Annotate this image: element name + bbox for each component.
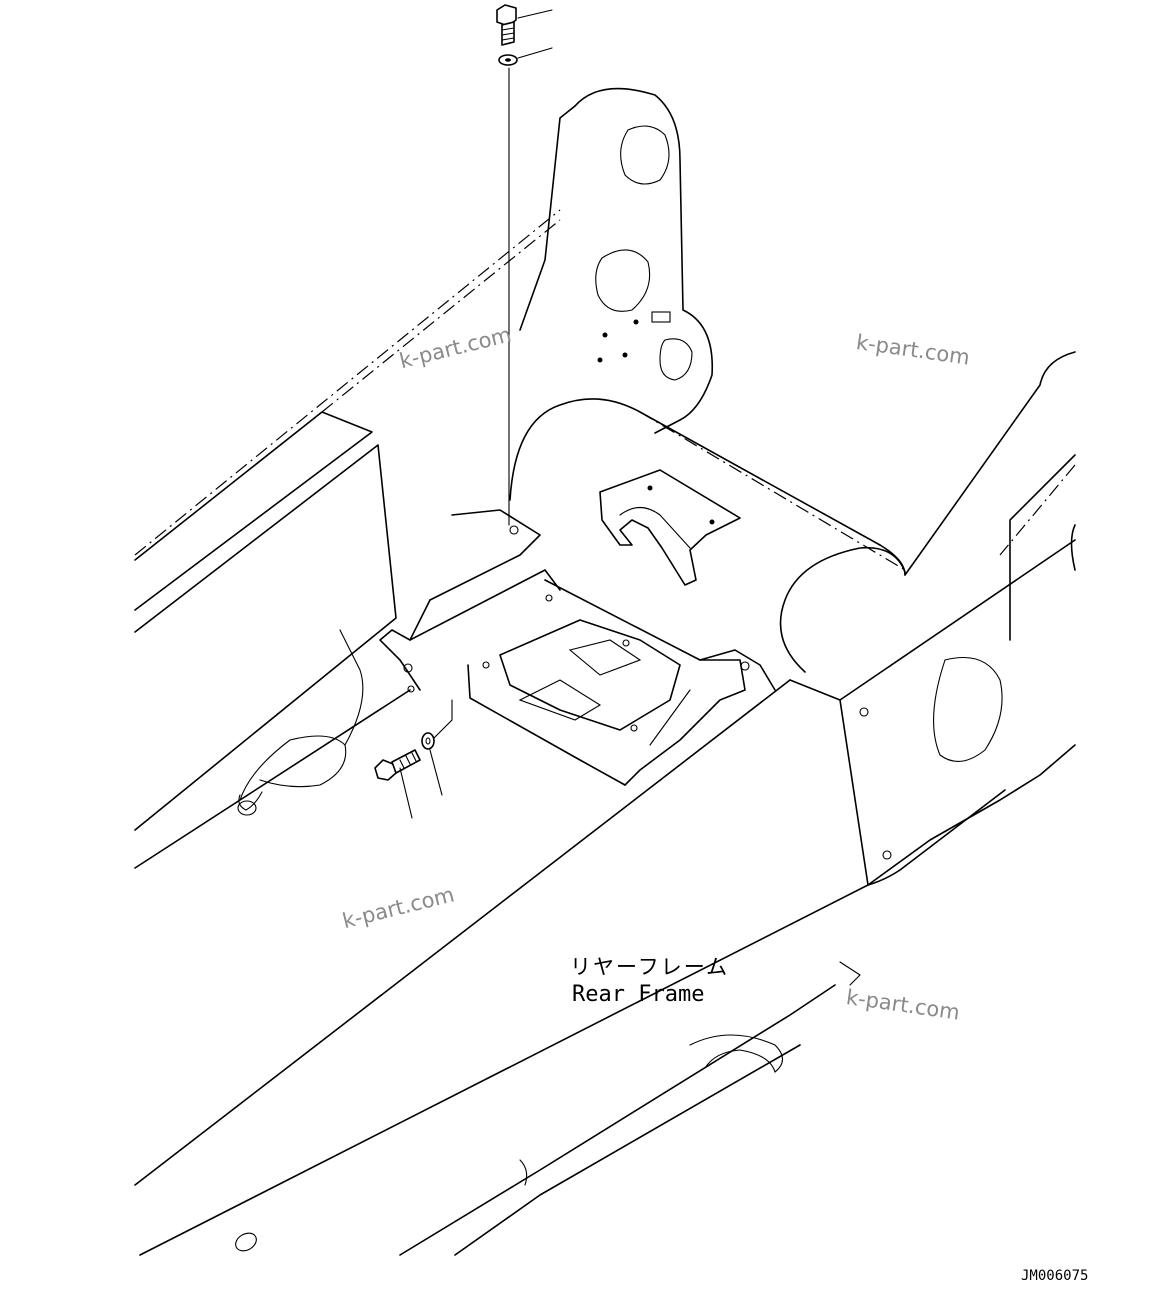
center-cross-member [509,398,906,673]
left-frame-rail [134,209,561,869]
front-mount-tower [519,87,714,434]
side-bolt-centerline [433,699,453,739]
part-label-japanese: リヤーフレーム [570,955,730,979]
right-frame-rail [789,351,1076,886]
hose-routing [237,629,364,816]
part-label-english: Rear Frame [572,982,705,1007]
top-bolt [496,4,553,46]
side-bolt [374,749,421,819]
support-plate-assembly [379,509,776,786]
main-rear-frame-body [134,679,1006,1256]
side-washer [421,732,443,796]
top-washer [498,47,553,66]
drawing-number: JM006075 [1021,1268,1089,1284]
